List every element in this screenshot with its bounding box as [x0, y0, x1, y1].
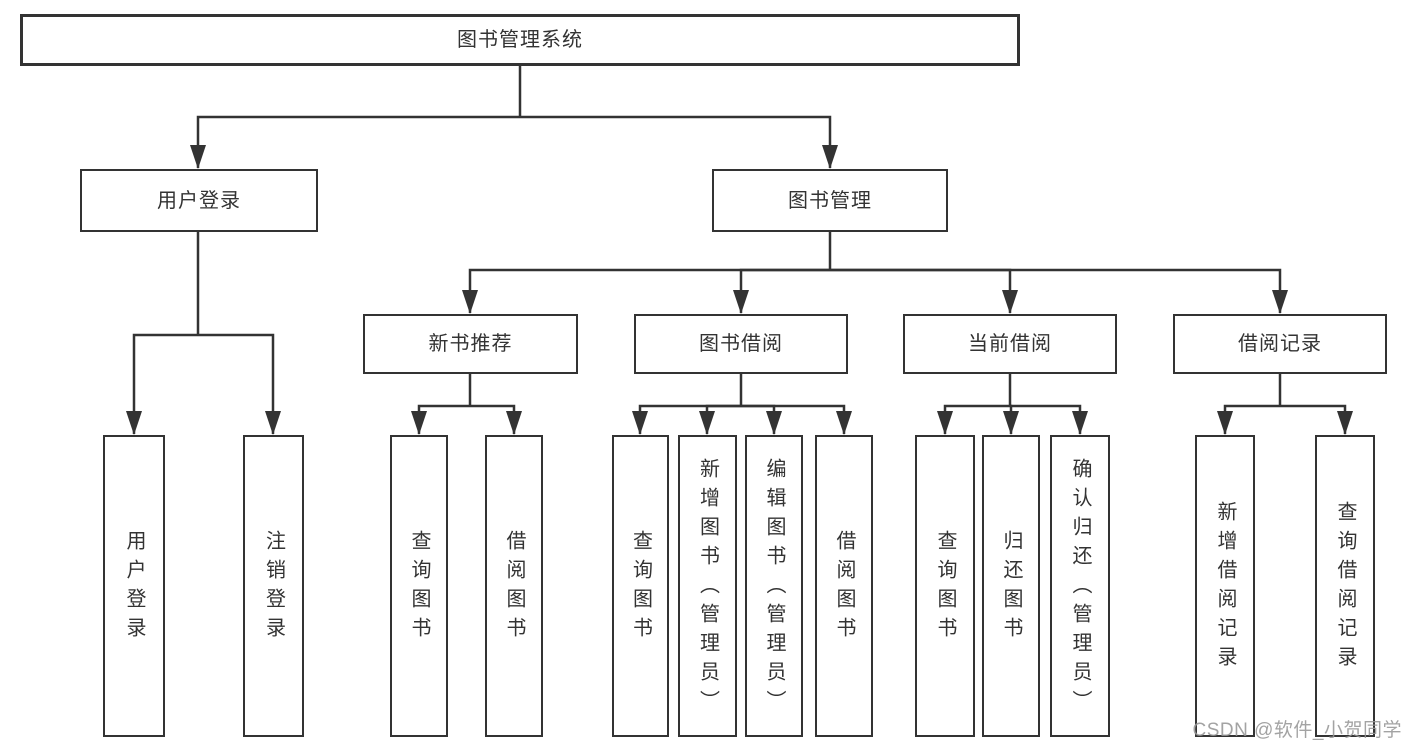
node-current-borrowing: 当前借阅 — [903, 314, 1117, 374]
node-borrowing-records: 借阅记录 — [1173, 314, 1387, 374]
leaf-confirm-return-admin: 确认归还（管理员） — [1050, 435, 1110, 737]
node-book-borrowing: 图书借阅 — [634, 314, 848, 374]
leaf-logout: 注销登录 — [243, 435, 304, 737]
leaf-query-books-current: 查询图书 — [915, 435, 975, 737]
leaf-add-books-admin: 新增图书（管理员） — [678, 435, 737, 737]
node-library-management-system: 图书管理系统 — [20, 14, 1020, 66]
node-new-book-recommendation: 新书推荐 — [363, 314, 578, 374]
leaf-query-books-rec: 查询图书 — [390, 435, 448, 737]
leaf-add-borrow-record: 新增借阅记录 — [1195, 435, 1255, 737]
node-user-login: 用户登录 — [80, 169, 318, 232]
leaf-borrow-books-rec: 借阅图书 — [485, 435, 543, 737]
leaf-user-login: 用户登录 — [103, 435, 165, 737]
leaf-query-borrow-record: 查询借阅记录 — [1315, 435, 1375, 737]
leaf-query-books-borrow: 查询图书 — [612, 435, 669, 737]
leaf-edit-books-admin: 编辑图书（管理员） — [745, 435, 803, 737]
leaf-borrow-books: 借阅图书 — [815, 435, 873, 737]
node-book-management: 图书管理 — [712, 169, 948, 232]
csdn-watermark: CSDN @软件_小贺同学 — [1192, 720, 1402, 741]
leaf-return-books: 归还图书 — [982, 435, 1040, 737]
